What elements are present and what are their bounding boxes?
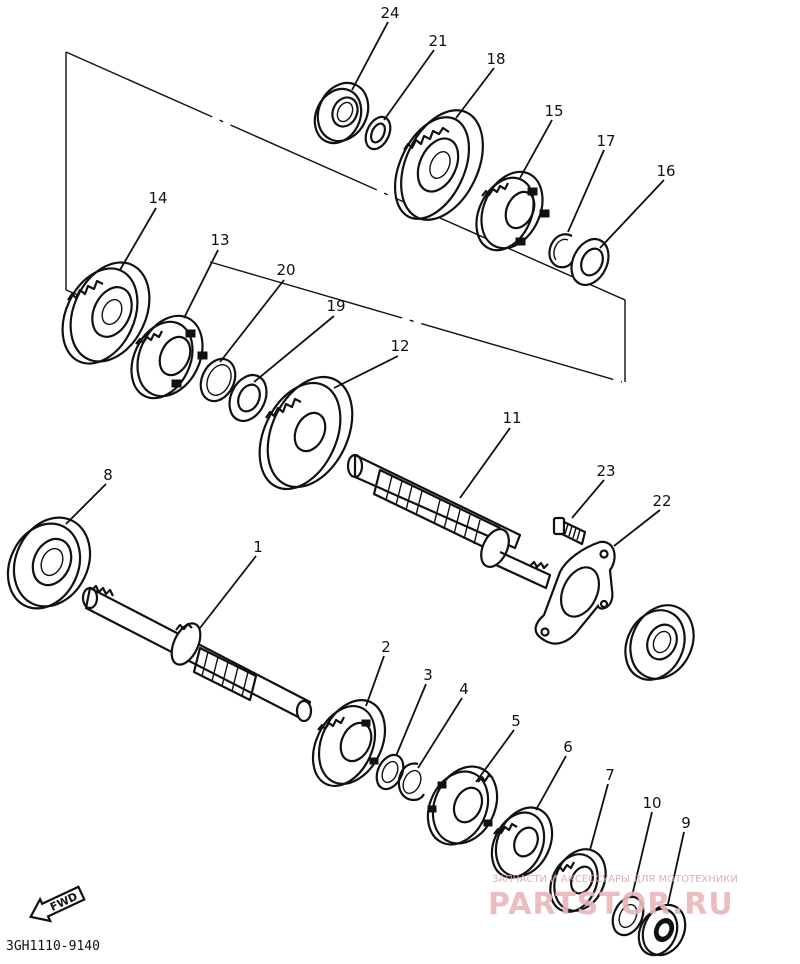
part-17-circlip[interactable] (548, 233, 573, 269)
part-16-washer[interactable] (564, 233, 615, 291)
watermark-brand: PARTSTOR.RU (488, 887, 734, 922)
subassembly-bracket (65, 51, 626, 383)
callout-21: 21 (428, 32, 447, 50)
part-5-gear[interactable] (417, 756, 510, 854)
callout-4: 4 (459, 680, 469, 698)
part-10-washer[interactable] (607, 892, 649, 940)
callout-numbers: 24 21 18 15 17 16 14 13 20 19 12 11 23 2… (103, 4, 691, 832)
part-20-circlip[interactable] (194, 353, 242, 406)
part-23-bolt[interactable] (552, 516, 587, 546)
callout-11: 11 (502, 409, 521, 427)
callout-10: 10 (642, 794, 661, 812)
callout-23: 23 (596, 462, 615, 480)
part-9-bearing[interactable] (632, 898, 694, 962)
part-24-bearing[interactable] (306, 75, 377, 151)
callout-15: 15 (544, 102, 563, 120)
part-13-gear[interactable] (120, 305, 215, 408)
part-14-gear[interactable] (48, 250, 165, 376)
callout-24: 24 (380, 4, 399, 22)
watermark-tagline: ЗАПЧАСТИ И АКСЕССУАРЫ ДЛЯ МОТОТЕХНИКИ (492, 874, 738, 885)
callout-14: 14 (148, 189, 167, 207)
part-1-main-axle[interactable] (81, 584, 313, 723)
callout-17: 17 (596, 132, 615, 150)
callout-16: 16 (656, 162, 675, 180)
part-22-bearing[interactable] (614, 595, 705, 690)
callout-6: 6 (563, 738, 573, 756)
callout-8: 8 (103, 466, 113, 484)
part-15-gear[interactable] (465, 162, 554, 260)
part-11-drive-axle[interactable] (346, 453, 552, 590)
callout-13: 13 (210, 231, 229, 249)
callout-19: 19 (326, 297, 345, 315)
part-4-circlip[interactable] (397, 762, 425, 802)
callout-1: 1 (253, 538, 263, 556)
part-2-gear[interactable] (301, 689, 398, 795)
part-19-washer[interactable] (222, 369, 273, 427)
part-6-gear[interactable] (482, 798, 563, 886)
part-3-washer[interactable] (372, 751, 409, 794)
callout-18: 18 (486, 50, 505, 68)
callout-2: 2 (381, 638, 391, 656)
part-7-gear[interactable] (541, 841, 615, 920)
fwd-arrow: FWD (28, 885, 86, 923)
callout-5: 5 (511, 712, 521, 730)
part-8-bearing[interactable] (0, 505, 104, 620)
callout-20: 20 (276, 261, 295, 279)
callout-3: 3 (423, 666, 433, 684)
part-22-bearing-retainer[interactable] (534, 540, 616, 645)
callout-22: 22 (652, 492, 671, 510)
diagram-code: 3GH1110-9140 (6, 939, 100, 954)
part-18-gear[interactable] (380, 97, 499, 233)
part-12-gear[interactable] (244, 363, 369, 502)
watermark: ЗАПЧАСТИ И АКСЕССУАРЫ ДЛЯ МОТОТЕХНИКИ PA… (488, 874, 738, 922)
leader-lines (65, 21, 685, 905)
callout-12: 12 (390, 337, 409, 355)
callout-7: 7 (605, 766, 615, 784)
callout-9: 9 (681, 814, 691, 832)
